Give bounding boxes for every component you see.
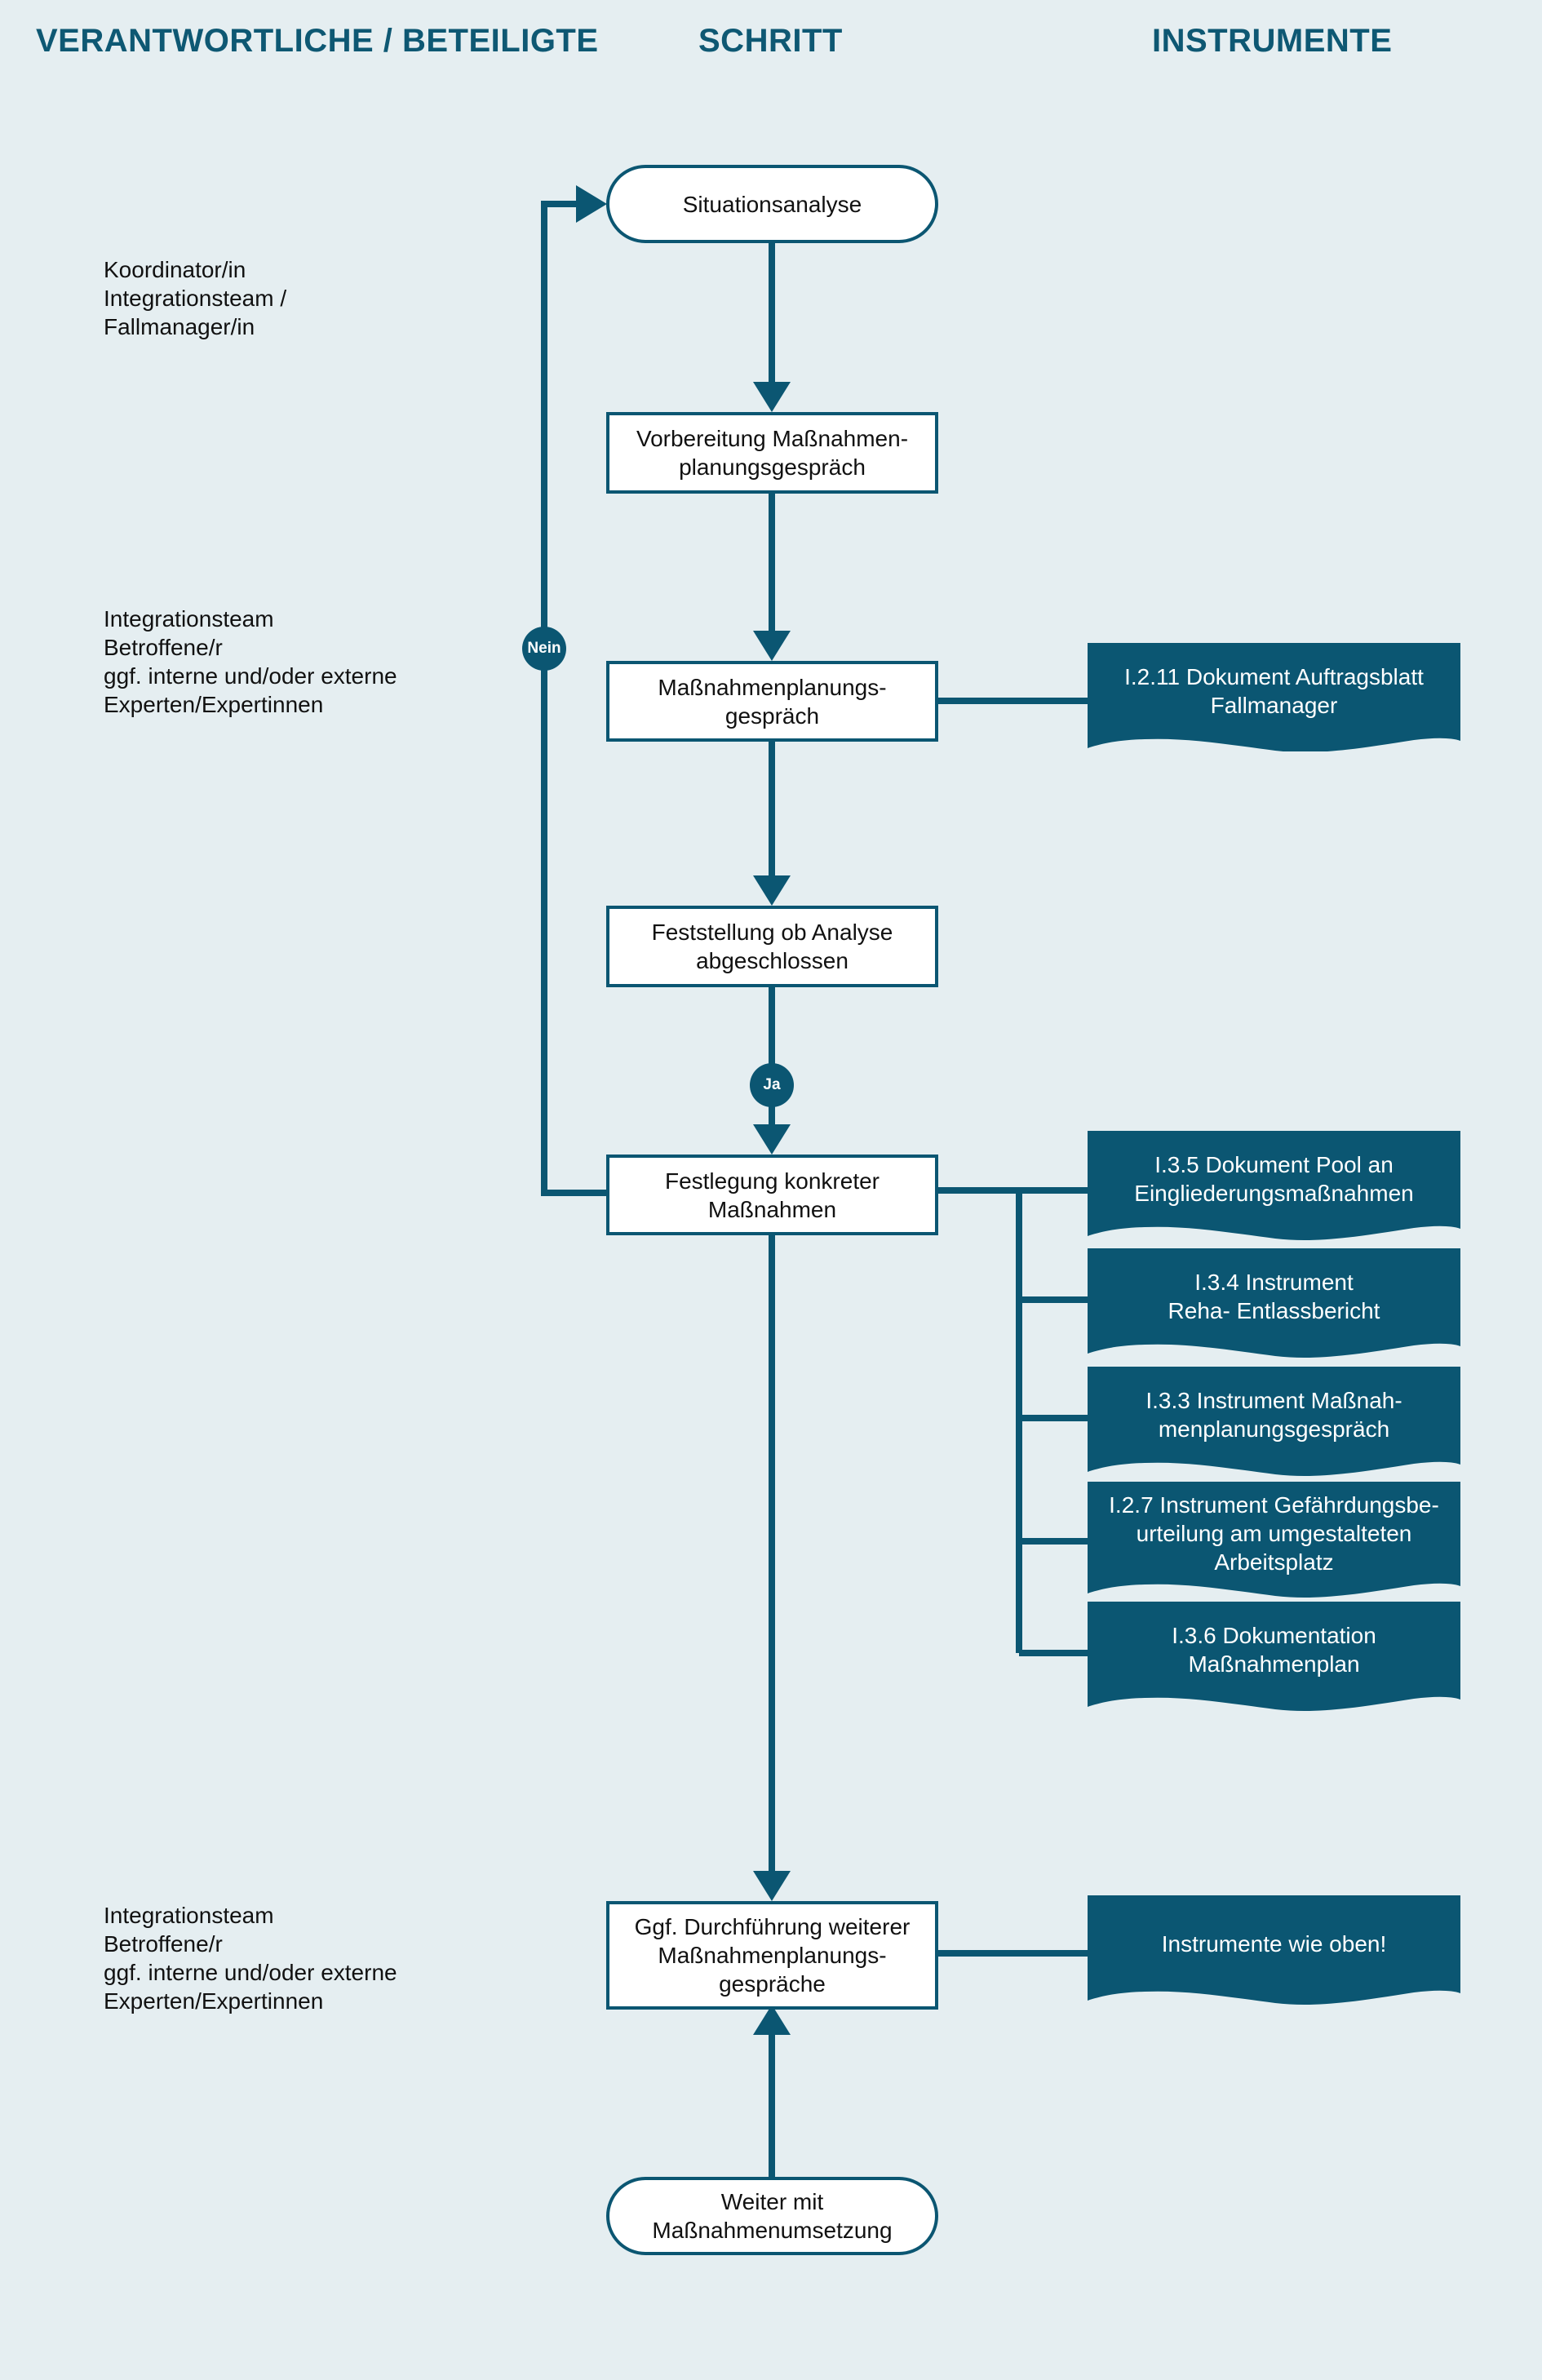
arrowhead-further-bottom [753,2005,791,2035]
instrument-pool-label: I.3.5 Dokument Pool an Eingliederungsmaß… [1134,1152,1414,1206]
document-shape [1088,1602,1460,1712]
step-define-measures: Festlegung konkreter Maßnahmen [606,1155,938,1235]
instrument-planning: I.3.3 Instrument Maßnah- menplanungsgesp… [1088,1367,1460,1477]
instrument-pool: I.3.5 Dokument Pool an Eingliederungsmaß… [1088,1131,1460,1241]
header-responsible: VERANTWORTLICHE / BETEILIGTE [36,23,599,59]
header-step: SCHRITT [698,23,843,59]
instrument-hazard-label: I.2.7 Instrument Gefährdungsbe- urteilun… [1109,1491,1439,1575]
document-shape [1088,1131,1460,1241]
instrument-same-as-above-label: Instrumente wie oben! [1161,1930,1387,1957]
arrowhead-meeting [753,631,791,661]
document-shape [1088,1367,1460,1477]
decision-no-badge: Nein [522,627,566,671]
instrument-reha: I.3.4 Instrument Reha- Entlassbericht [1088,1248,1460,1358]
loop-back-line [541,201,606,1196]
instrument-planning-label: I.3.3 Instrument Maßnah- menplanungsgesp… [1145,1388,1402,1442]
document-shape [1088,643,1460,751]
arrowhead-further-top [753,1871,791,1901]
header-instruments: INSTRUMENTE [1152,23,1393,59]
instrument-same-as-above: Instrumente wie oben! [1088,1895,1460,2005]
document-shape [1088,1895,1460,2005]
document-shape [1088,1482,1460,1598]
step-preparation: Vorbereitung Maßnahmen- planungsgespräch [606,412,938,494]
responsible-group-2: Integrationsteam Betroffene/r ggf. inter… [104,606,397,717]
instrument-order-sheet: I.2.11 Dokument Auftragsblatt Fallmanage… [1088,643,1460,751]
step-further-meetings: Ggf. Durchführung weiterer Maßnahmenplan… [606,1901,938,2010]
step-continue-implementation: Weiter mit Maßnahmenumsetzung [606,2177,938,2255]
document-shape [1088,1248,1460,1358]
instrument-order-sheet-label: I.2.11 Dokument Auftragsblatt Fallmanage… [1124,664,1424,718]
step-situation-analysis: Situationsanalyse [606,165,938,243]
instrument-documentation: I.3.6 Dokumentation Maßnahmenplan [1088,1602,1460,1712]
arrowhead-check [753,875,791,906]
step-check-analysis: Feststellung ob Analyse abgeschlossen [606,906,938,987]
responsible-group-3: Integrationsteam Betroffene/r ggf. inter… [104,1903,397,2014]
responsible-group-1: Koordinator/in Integrationsteam / Fallma… [104,257,287,339]
instrument-reha-label: I.3.4 Instrument Reha- Entlassbericht [1168,1270,1380,1323]
arrowhead-preparation [753,382,791,412]
instrument-documentation-label: I.3.6 Dokumentation Maßnahmenplan [1172,1623,1376,1677]
decision-yes-badge: Ja [750,1063,794,1107]
arrowhead-define [753,1124,791,1155]
step-planning-meeting: Maßnahmenplanungs- gespräch [606,661,938,742]
instrument-hazard: I.2.7 Instrument Gefährdungsbe- urteilun… [1088,1482,1460,1598]
arrowhead-loop [576,185,607,223]
